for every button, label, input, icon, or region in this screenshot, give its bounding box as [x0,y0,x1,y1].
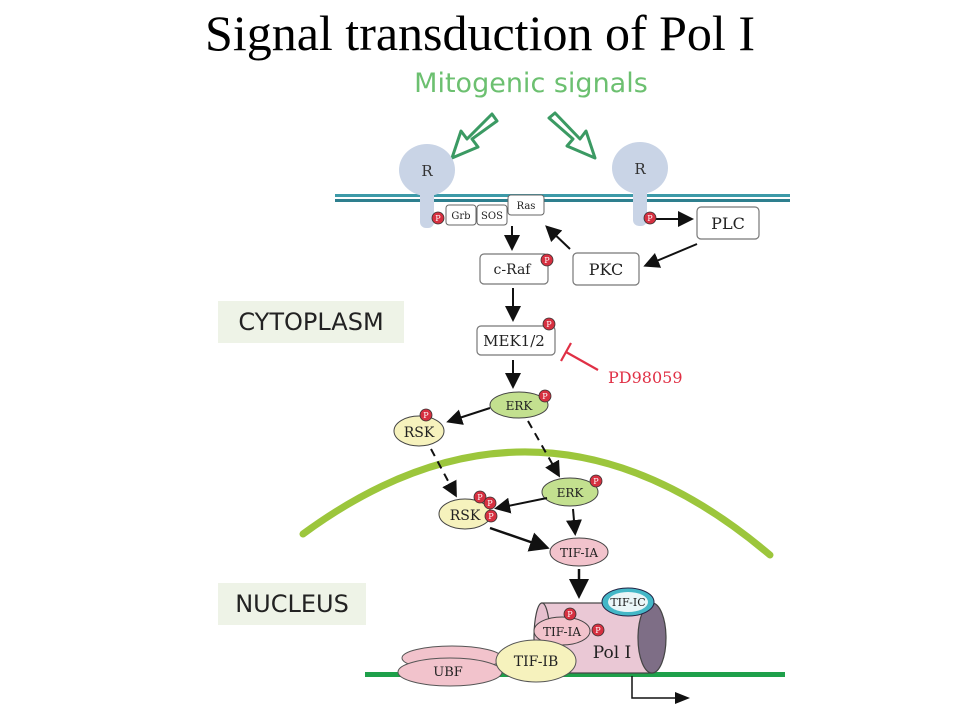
svg-text:MEK1/2: MEK1/2 [483,332,545,350]
svg-text:P: P [546,320,552,329]
plc-node: PLC [696,206,760,240]
pkc-node: PKC [572,252,640,286]
receptor-left: R [399,144,455,228]
mitogenic-signals-label: Mitogenic signals [414,68,648,99]
svg-text:SOS: SOS [481,211,503,222]
svg-text:P: P [477,493,483,502]
svg-text:P: P [487,499,493,508]
tifia-free-node: TIF-IA [549,537,609,567]
svg-text:P: P [544,256,550,265]
svg-text:P: P [542,392,548,401]
tifib-node: TIF-IB [495,639,577,683]
pd98059-inhibitor: PD98059 [560,342,683,387]
rsk-nucleus-node: RSK [438,498,492,530]
svg-text:PLC: PLC [711,214,745,233]
svg-text:PKC: PKC [589,260,624,279]
svg-text:P: P [567,610,573,619]
tific-node: TIF-IC [601,587,655,617]
svg-text:NUCLEUS: NUCLEUS [235,590,349,618]
phospho-erk-cyto: P [538,389,552,403]
svg-text:RSK: RSK [404,425,435,441]
svg-text:P: P [423,411,429,420]
nuclear-envelope [299,448,774,559]
phospho-rsk-nuc-2: P [483,496,497,510]
ubf-node: UBF [397,645,503,687]
svg-text:ERK: ERK [506,399,534,413]
phospho-rsk-nuc-1: P [473,490,487,504]
svg-text:TIF-IA: TIF-IA [560,546,598,560]
phospho-tifia-bound-2: P [591,623,605,637]
tifia-bound-node: TIF-IA [533,616,591,646]
phospho-erk-nuc: P [589,474,603,488]
svg-text:P: P [595,626,601,635]
rsk-cytoplasm-node: RSK [393,415,445,447]
phospho-craf: P [540,253,554,267]
svg-text:c-Raf: c-Raf [494,262,533,278]
mitogenic-arrow-right [547,111,597,160]
cytoplasm-label: CYTOPLASM [218,301,404,343]
svg-text:P: P [647,214,653,223]
phospho-receptor-right: P [643,211,657,225]
phosphate-groups: P P P P P P P P P P P P [419,211,657,637]
phospho-mek: P [542,317,556,331]
plasma-membrane [335,194,790,202]
svg-text:UBF: UBF [433,665,463,680]
svg-text:P: P [435,214,441,223]
mitogenic-arrow-left [450,112,499,160]
svg-text:Pol I: Pol I [593,643,632,663]
receptor-right: R [612,142,668,226]
phospho-rsk-nuc-3: P [484,509,498,523]
svg-text:TIF-IA: TIF-IA [543,625,581,639]
sos-node: SOS [476,204,508,226]
grb-node: Grb [445,204,477,226]
svg-text:Ras: Ras [517,201,536,212]
phospho-grb: P [431,211,445,225]
svg-text:PD98059: PD98059 [608,368,683,387]
erk-nucleus-node: ERK [541,477,599,507]
svg-text:RSK: RSK [450,508,481,524]
slide-title: Signal transduction of Pol I [205,5,755,61]
mek-node: MEK1/2 [476,325,556,356]
craf-node: c-Raf [479,253,549,285]
transcription-start-arrow [631,676,690,704]
nucleus-label: NUCLEUS [218,583,366,625]
svg-text:CYTOPLASM: CYTOPLASM [238,308,383,336]
svg-text:P: P [593,477,599,486]
phospho-rsk-cyto: P [419,408,433,422]
phospho-tifia-bound-1: P [563,607,577,621]
svg-text:TIF-IB: TIF-IB [514,654,559,670]
svg-text:ERK: ERK [557,486,585,500]
receptor-left-label: R [421,162,433,180]
ras-node: Ras [507,194,545,216]
erk-cytoplasm-node: ERK [489,391,549,419]
dna-strand [365,672,785,677]
svg-text:Grb: Grb [451,211,470,222]
svg-text:TIF-IC: TIF-IC [610,596,645,609]
receptor-right-label: R [634,160,646,178]
signaling-arrows [430,211,698,599]
svg-text:P: P [488,512,494,521]
